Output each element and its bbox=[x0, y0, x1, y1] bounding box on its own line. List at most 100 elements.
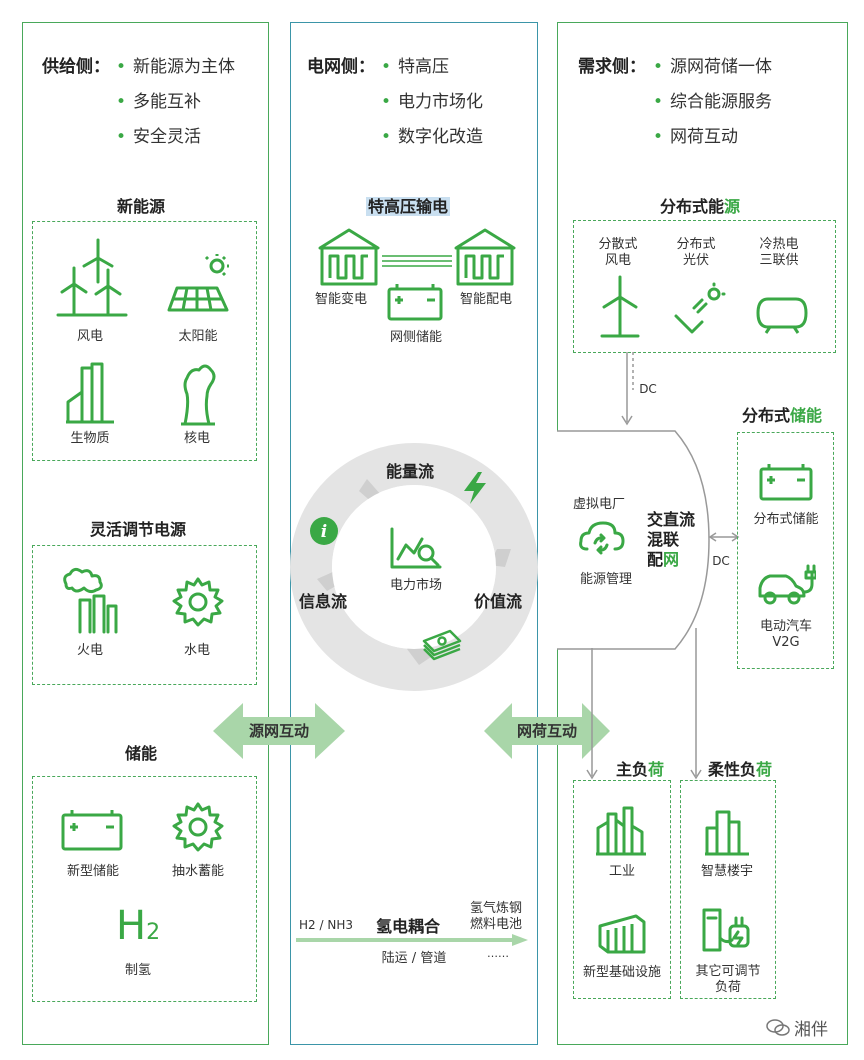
solar-panel-icon bbox=[165, 252, 233, 314]
hybrid-to-main-load-arrow bbox=[586, 648, 598, 782]
source-grid-interaction-arrow bbox=[213, 701, 345, 765]
dc-bidirectional-arrow bbox=[708, 531, 740, 543]
distributed-storage-box bbox=[737, 432, 834, 669]
grid-header: 电网侧： bbox=[307, 57, 375, 77]
hydro-power-label: 水电 bbox=[183, 643, 210, 658]
grid-load-interaction-label: 网荷互动 bbox=[516, 722, 577, 740]
distributed-pv-label: 分布式光伏 bbox=[676, 237, 716, 268]
grid-side-panel bbox=[290, 22, 538, 1045]
biomass-plant-icon bbox=[64, 360, 118, 426]
thermal-power-label: 火电 bbox=[76, 643, 103, 658]
biomass-label: 生物质 bbox=[70, 431, 110, 446]
thermal-power-icon bbox=[60, 566, 122, 636]
hydrogen-coupling-title: 氢电耦合 bbox=[376, 917, 441, 936]
dc-top-label: DC bbox=[639, 382, 657, 396]
solar-power-label: 太阳能 bbox=[178, 329, 218, 344]
h2-nh3-label: H2 / NH3 bbox=[299, 918, 353, 932]
grid-storage-label: 网侧储能 bbox=[389, 330, 442, 345]
dispersed-wind-turbine-icon bbox=[596, 275, 644, 339]
dispersed-wind-label: 分散式风电 bbox=[598, 237, 638, 268]
distributed-battery-icon bbox=[758, 461, 814, 503]
new-storage-label: 新型储能 bbox=[66, 864, 119, 879]
grid-bullet-1: •特高压 bbox=[381, 57, 450, 77]
dc-down-arrow bbox=[619, 352, 635, 430]
hydrogen-symbol-icon: H2 bbox=[116, 903, 161, 949]
grid-battery-icon bbox=[386, 281, 444, 323]
power-market-label: 电力市场 bbox=[389, 578, 442, 593]
flexible-load-box bbox=[680, 780, 776, 999]
vpp-label: 虚拟电厂 bbox=[572, 497, 625, 512]
info-icon: i bbox=[309, 516, 339, 546]
smart-distribution-label: 智能配电 bbox=[459, 292, 512, 307]
wind-turbine-icon bbox=[56, 236, 128, 318]
smart-building-label: 智慧楼宇 bbox=[700, 864, 753, 879]
new-infrastructure-label: 新型基础设施 bbox=[582, 965, 661, 980]
infrastructure-building-icon bbox=[596, 912, 648, 956]
hydrogen-steel-label: 氢气炼钢 bbox=[469, 901, 522, 916]
industry-label: 工业 bbox=[608, 864, 635, 879]
smart-distribution-icon bbox=[452, 226, 518, 288]
hydrogen-transport-arrow bbox=[296, 934, 530, 946]
industry-factory-icon bbox=[594, 806, 650, 858]
ac-dc-hybrid-grid-shape bbox=[557, 430, 713, 650]
demand-bullet-2: •综合能源服务 bbox=[653, 92, 773, 112]
wind-power-label: 风电 bbox=[76, 329, 103, 344]
money-stack-icon bbox=[420, 627, 464, 661]
dc-side-label: DC bbox=[712, 554, 730, 568]
grid-load-interaction-arrow bbox=[484, 701, 610, 765]
hybrid-grid-title: 交直流 混联 配网 bbox=[647, 510, 696, 569]
grid-bullet-3: •数字化改造 bbox=[381, 127, 484, 147]
svg-text:i: i bbox=[321, 522, 327, 542]
info-flow-label: 信息流 bbox=[299, 592, 348, 611]
hydro-turbine-gear-icon bbox=[170, 575, 226, 631]
lightning-icon bbox=[460, 471, 490, 505]
chat-bubble-icon bbox=[766, 1018, 790, 1043]
energy-flow-label: 能量流 bbox=[386, 462, 435, 481]
pumped-hydro-gear-icon bbox=[170, 800, 226, 856]
distributed-pv-icon bbox=[672, 282, 728, 338]
smart-building-icon bbox=[703, 806, 753, 858]
other-adjustable-load-label: 其它可调节负荷 bbox=[695, 964, 761, 995]
cchp-label: 冷热电三联供 bbox=[759, 237, 799, 268]
nuclear-label: 核电 bbox=[183, 431, 210, 446]
supply-bullet-3: •安全灵活 bbox=[116, 127, 202, 147]
electric-vehicle-icon bbox=[756, 562, 816, 610]
new-energy-title: 新能源 bbox=[117, 197, 166, 216]
distributed-energy-title: 分布式能源 bbox=[660, 197, 741, 216]
hydrogen-production-label: 制氢 bbox=[124, 963, 151, 978]
storage-title: 储能 bbox=[125, 744, 158, 763]
distributed-energy-box bbox=[573, 220, 836, 353]
flexible-power-title: 灵活调节电源 bbox=[90, 520, 187, 539]
supply-side-panel bbox=[22, 22, 269, 1045]
main-load-box bbox=[573, 780, 671, 999]
distributed-storage-label: 分布式储能 bbox=[753, 512, 819, 527]
nuclear-plant-icon bbox=[175, 360, 219, 426]
hybrid-to-flexible-load-arrow bbox=[690, 628, 702, 782]
supply-bullet-2: •多能互补 bbox=[116, 92, 202, 112]
supply-header: 供给侧： bbox=[42, 57, 110, 77]
demand-bullet-3: •网荷互动 bbox=[653, 127, 739, 147]
pumped-storage-label: 抽水蓄能 bbox=[171, 864, 224, 879]
watermark-logo: 湘伴 bbox=[766, 1015, 828, 1043]
flexible-power-box bbox=[32, 545, 257, 685]
uhv-transmission-title: 特高压输电 bbox=[366, 197, 451, 216]
new-energy-box bbox=[32, 221, 257, 461]
storage-box bbox=[32, 776, 257, 1002]
transmission-lines-icon bbox=[382, 253, 452, 269]
smart-substation-icon bbox=[316, 226, 382, 288]
value-flow-label: 价值流 bbox=[474, 592, 523, 611]
transport-label: 陆运 / 管道 bbox=[381, 951, 447, 966]
fuel-cell-label: 燃料电池 bbox=[469, 917, 522, 932]
power-market-chart-icon bbox=[388, 525, 444, 573]
smart-substation-label: 智能变电 bbox=[314, 292, 367, 307]
grid-bullet-2: •电力市场化 bbox=[381, 92, 484, 112]
distributed-storage-title: 分布式储能 bbox=[742, 406, 823, 425]
ellipsis-label: …… bbox=[487, 947, 509, 960]
demand-header: 需求侧： bbox=[578, 57, 646, 77]
energy-management-label: 能源管理 bbox=[579, 572, 632, 587]
battery-icon bbox=[60, 807, 124, 853]
cloud-sync-icon bbox=[577, 519, 625, 559]
supply-bullet-1: •新能源为主体 bbox=[116, 57, 236, 77]
main-load-title: 主负荷 bbox=[616, 760, 665, 779]
